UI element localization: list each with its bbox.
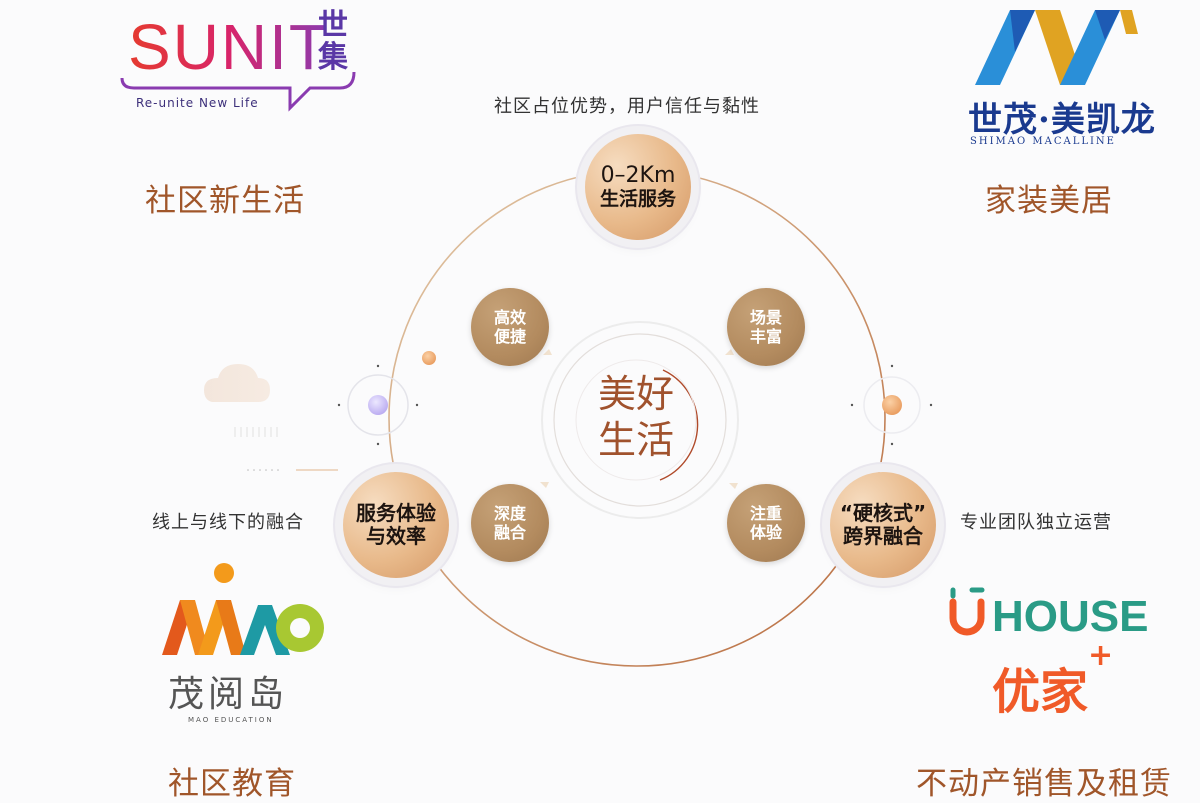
node-line1: 深度 [493, 503, 526, 523]
sunit-bubble-outline [120, 71, 356, 112]
macalline-logo-mark [975, 10, 1138, 85]
sunit-cn-bottom: 集 [318, 39, 348, 75]
sunit-cn-top: 世 [318, 8, 348, 43]
mao-logo-mark [162, 563, 324, 655]
note-community-advantage: 社区占位优势，用户信任与黏性 [494, 96, 760, 117]
node-line1: 注重 [749, 503, 782, 523]
node-line2: 丰富 [749, 327, 782, 346]
mao-logo-en: MAO EDUCATION [188, 716, 274, 724]
sunit-tagline: Re-unite New Life [136, 96, 259, 110]
node-line1: 高效 [493, 307, 526, 327]
caption-real-estate: 不动产销售及租赁 [916, 766, 1172, 802]
node-deep-integration: 深度 融合 [471, 484, 549, 562]
node-efficient-convenient: 高效 便捷 [471, 288, 549, 366]
node-line1: 场景 [749, 307, 782, 327]
caption-community-new-life: 社区新生活 [145, 183, 305, 219]
center-title-line2: 生活 [598, 417, 675, 462]
sunit-logo-wordmark: SUNIT [128, 11, 330, 83]
mao-logo-cn: 茂阅岛 [168, 674, 289, 715]
macalline-logo-cn: 世茂·美凯龙 [968, 100, 1156, 140]
uhouse-logo-en: HOUSE [992, 592, 1149, 641]
bubble-service-experience-line2: 与效率 [366, 524, 426, 548]
uhouse-logo-plus: + [1088, 638, 1114, 673]
bubble-service-experience: 服务体验 与效率 [343, 472, 449, 578]
node-rich-scenarios: 场景 丰富 [727, 288, 805, 366]
sunit-logo-cn: 世 集 [318, 10, 348, 73]
center-title-line1: 美好 [598, 372, 675, 416]
uhouse-u-icon [949, 598, 985, 636]
bubble-crossover-line1: “硬核式” [839, 501, 927, 525]
bubble-crossover: “硬核式” 跨界融合 [830, 472, 936, 578]
uhouse-logo-cn: 优家 [992, 664, 1089, 720]
bubble-service-experience-line1: 服务体验 [356, 501, 436, 525]
note-online-offline: 线上与线下的融合 [152, 512, 304, 533]
node-line2: 融合 [493, 523, 526, 542]
macalline-logo-en: SHIMAO MACALLINE [970, 136, 1116, 147]
caption-community-education: 社区教育 [168, 766, 296, 802]
cloud-icon [204, 364, 270, 402]
bubble-crossover-line2: 跨界融合 [843, 524, 923, 548]
bubble-life-service-line2: 生活服务 [599, 187, 676, 210]
center-title: 美好 生活 [598, 372, 674, 463]
bubble-life-service: 0–2Km 生活服务 [585, 134, 691, 240]
node-line2: 便捷 [493, 327, 526, 346]
node-focus-experience: 注重 体验 [727, 484, 805, 562]
bubble-life-service-line1: 0–2Km [600, 163, 676, 189]
note-professional-team: 专业团队独立运营 [960, 512, 1112, 533]
caption-home-furnishing: 家装美居 [985, 183, 1113, 219]
node-line2: 体验 [749, 523, 782, 542]
